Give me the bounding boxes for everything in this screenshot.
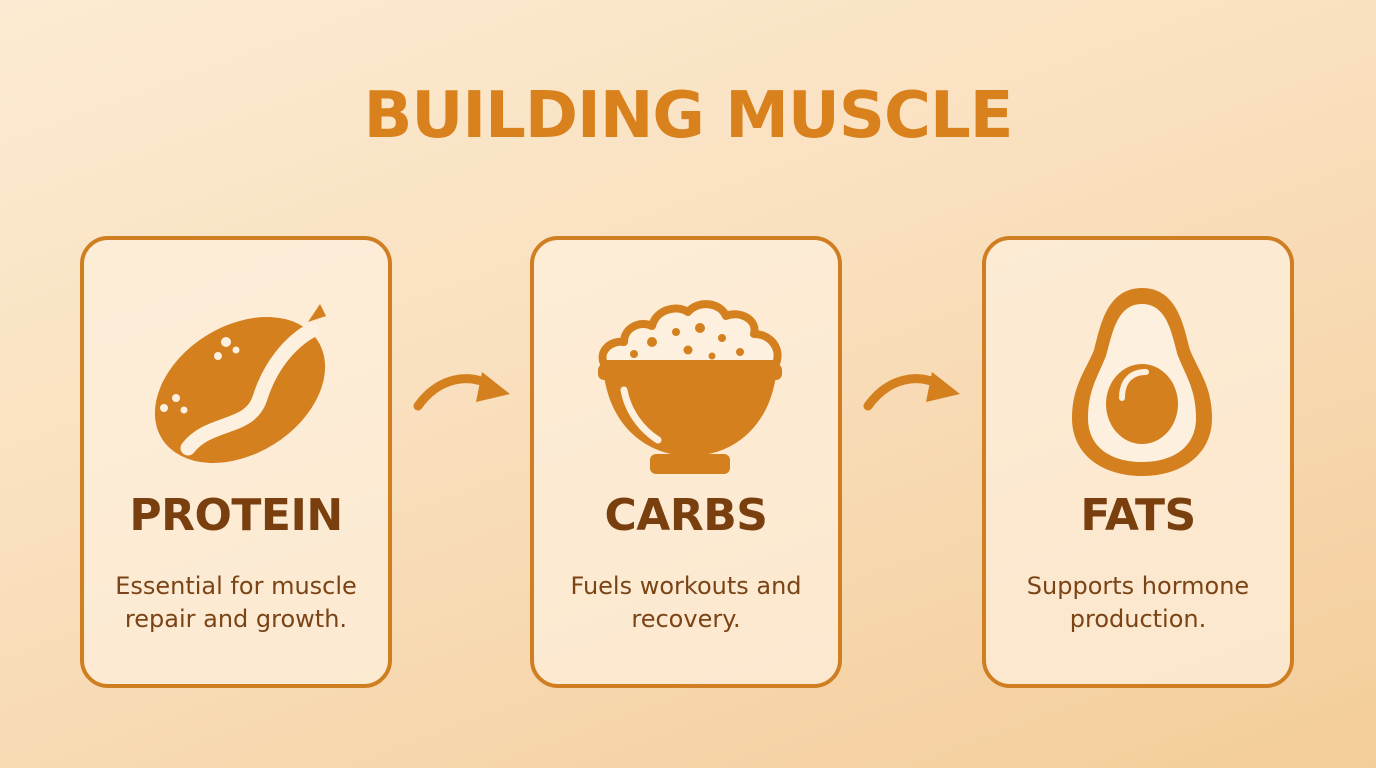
rice-bowl-icon — [598, 300, 782, 474]
bean-icon — [154, 304, 326, 463]
card-title: FATS — [1080, 490, 1196, 541]
curved-arrow-icon — [413, 372, 510, 411]
card-description: Fuels workouts and recovery. — [570, 572, 802, 633]
card-title: PROTEIN — [129, 490, 343, 541]
card-protein: PROTEIN Essential for muscle repair and … — [80, 236, 392, 688]
card-fats: FATS Supports hormone production. — [982, 236, 1294, 688]
page-title: BUILDING MUSCLE — [363, 79, 1014, 153]
card-description: Essential for muscle repair and growth. — [115, 572, 357, 633]
curved-arrow-icon — [863, 372, 960, 411]
avocado-icon — [1072, 288, 1212, 476]
card-description: Supports hormone production. — [1026, 572, 1250, 633]
card-carbs: CARBS Fuels workouts and recovery. — [530, 236, 842, 688]
card-title: CARBS — [604, 490, 768, 541]
